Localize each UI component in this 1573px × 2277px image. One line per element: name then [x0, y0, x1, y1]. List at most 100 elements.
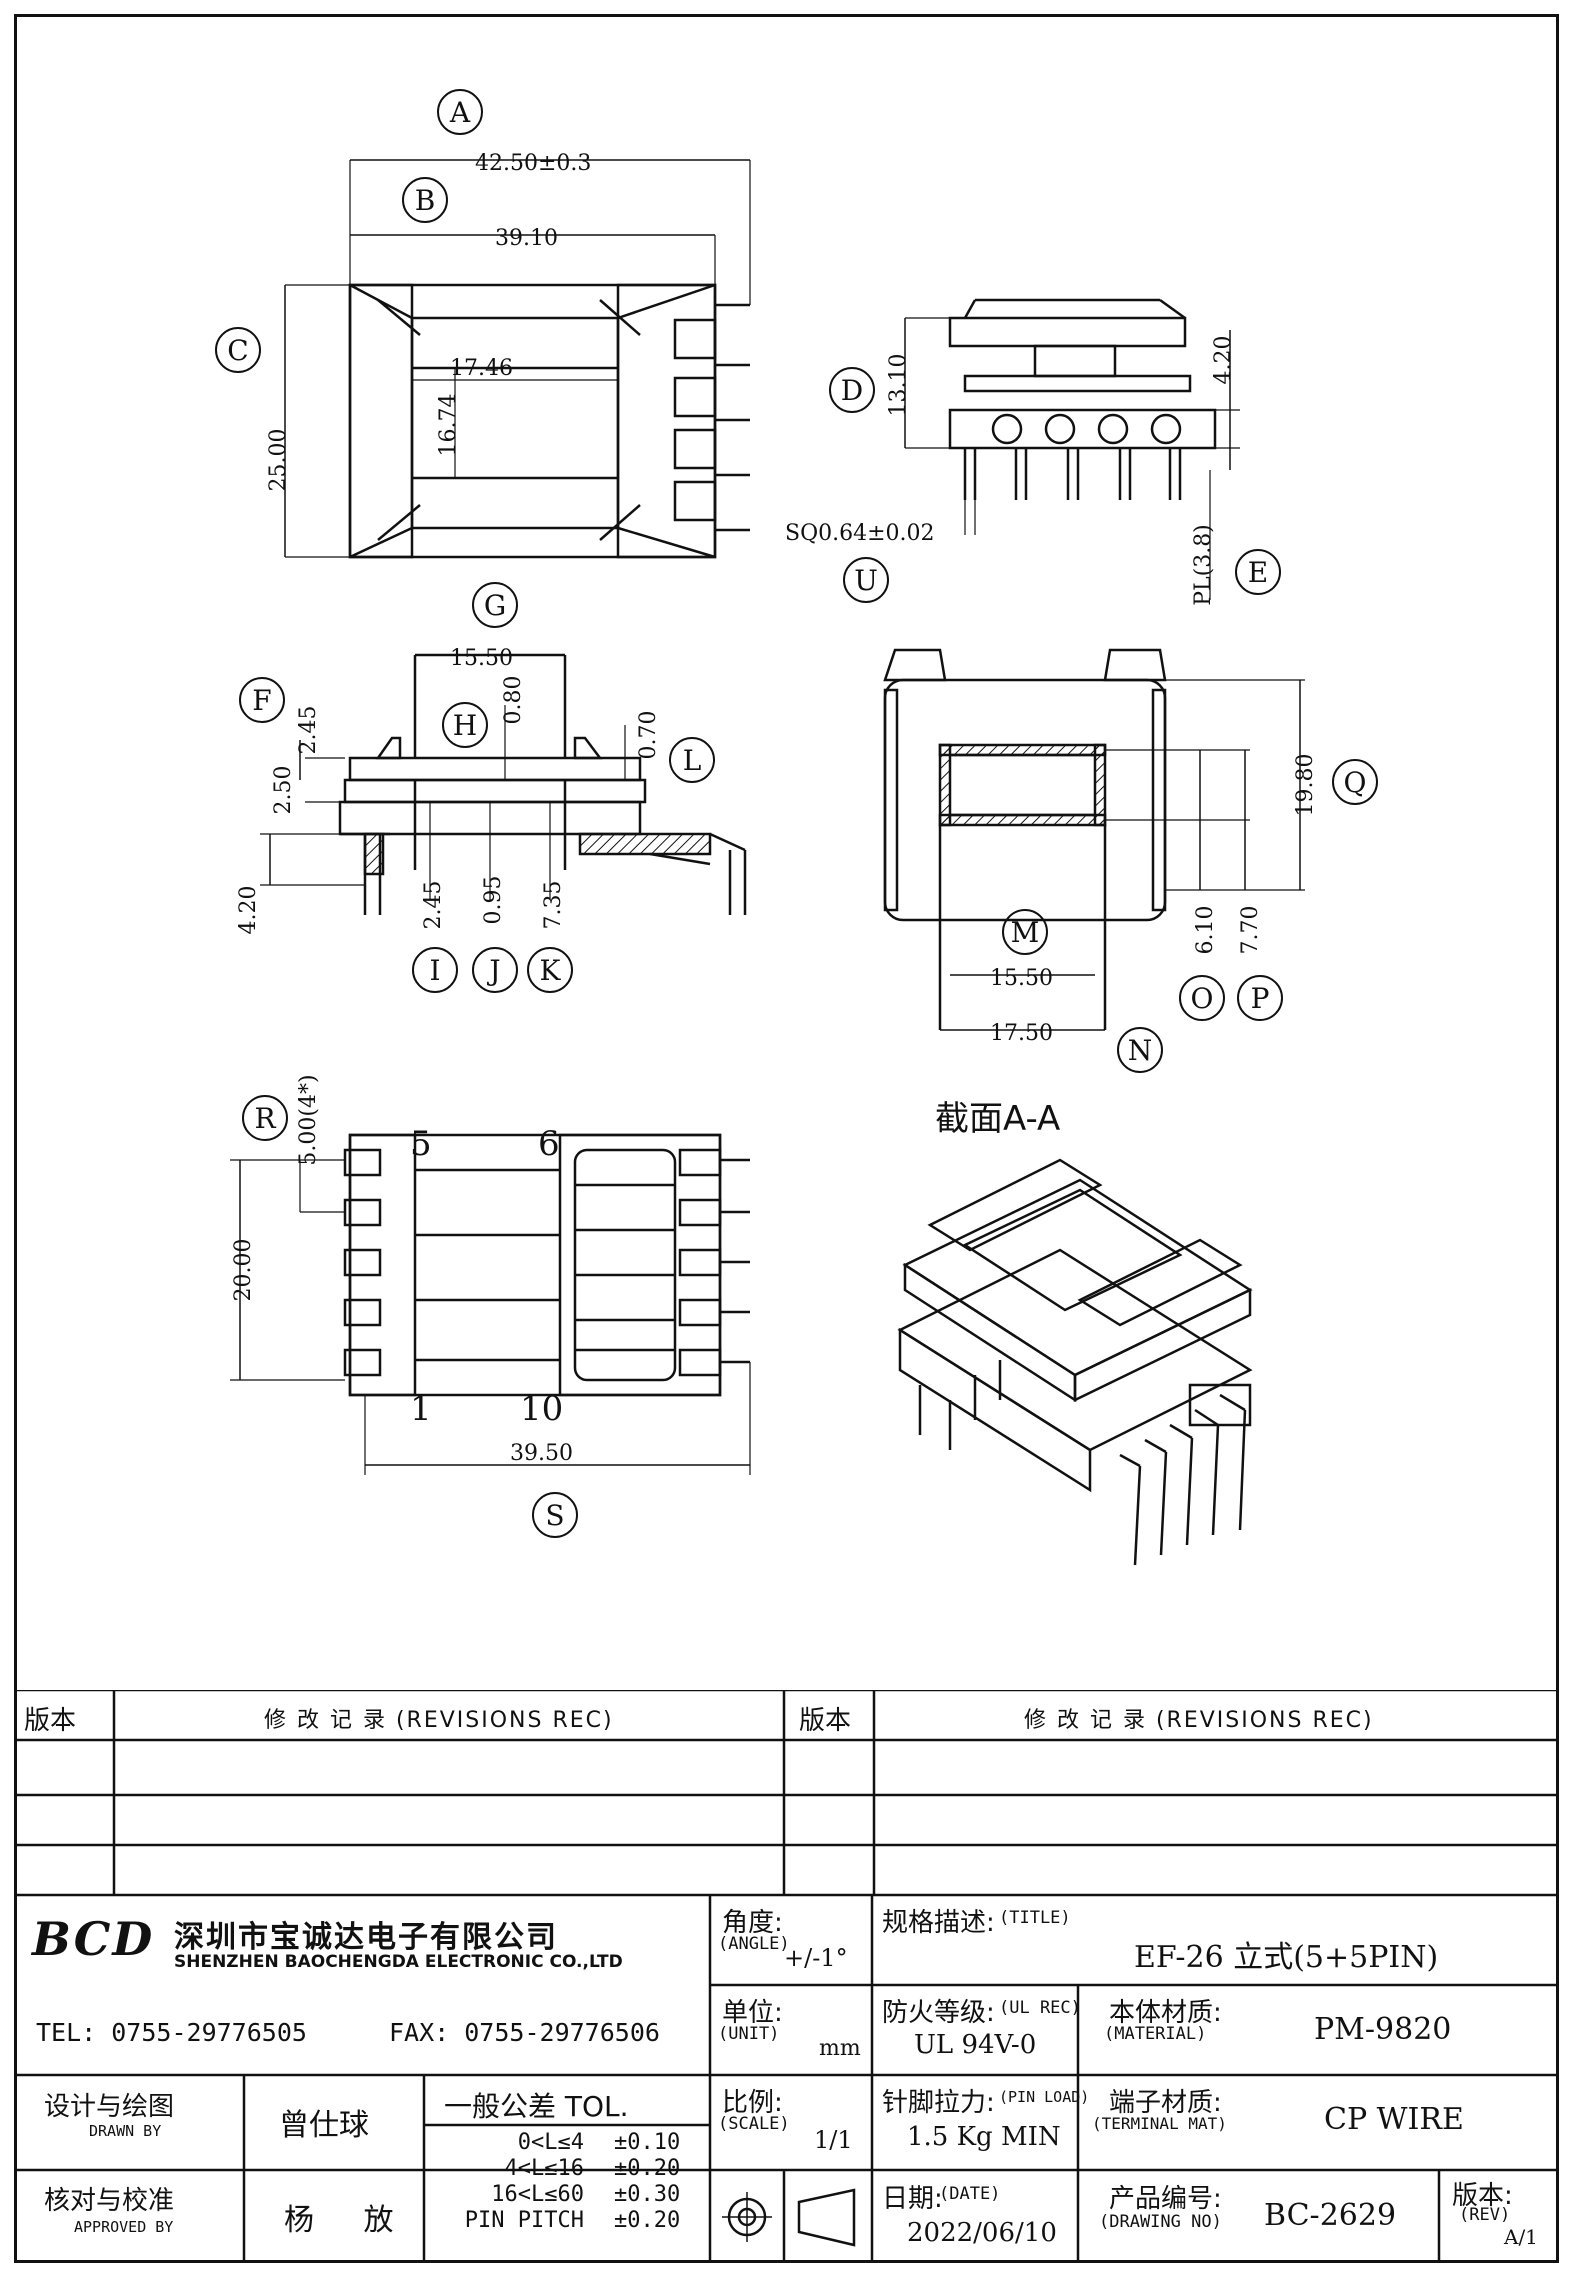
title-block: 版本 修 改 记 录 (REVISIONS REC) 版本 修 改 记 录 (R… [14, 1690, 1559, 2263]
scale-value: 1/1 [814, 2126, 853, 2154]
tol-table: 0<L≤4±0.10 4<L≤16±0.20 16<L≤60±0.30 PIN … [434, 2130, 704, 2234]
terminal-value: CP WIRE [1324, 2102, 1464, 2137]
material-label: 本体材质: [1109, 1998, 1222, 2028]
label-q: Q [1344, 766, 1367, 799]
label-e: E [1248, 556, 1268, 589]
dim-i: 2.45 [421, 881, 446, 930]
label-b: B [415, 184, 436, 217]
label-u: U [854, 564, 878, 597]
dim-pl: PL(3.8) [1191, 524, 1216, 606]
tol-row: PIN PITCH±0.20 [464, 2208, 681, 2233]
company-logo: BCD [32, 1912, 155, 1966]
dim-o: 6.10 [1193, 906, 1218, 955]
bottom-view [230, 1133, 751, 1475]
label-m: M [1011, 916, 1040, 949]
label-a: A [449, 96, 471, 129]
label-c: C [227, 334, 248, 367]
dim-d: 13.10 [886, 354, 911, 417]
rev-label: 版本: [1452, 2181, 1513, 2211]
approved-value: 杨 放 [284, 2203, 414, 2238]
dim-m1: 2.50 [271, 766, 296, 815]
label-p: P [1251, 982, 1270, 1015]
section-view [883, 648, 1305, 1031]
dim-inner-h: 16.74 [436, 394, 461, 457]
front-view [260, 653, 747, 915]
label-h: H [453, 709, 477, 742]
angle-value: +/-1° [784, 1944, 848, 1972]
pin-load-value: 1.5 Kg MIN [907, 2122, 1061, 2152]
label-n: N [1128, 1034, 1153, 1067]
technical-drawing: A B C D E U G F H L I J K M Q O P N R S … [215, 89, 1378, 1566]
date-value: 2022/06/10 [907, 2218, 1057, 2248]
ul-label: 防火等级: [882, 1998, 995, 2028]
dim-l: 0.70 [636, 711, 661, 760]
company-tel: TEL: 0755-29776505 [36, 2018, 307, 2047]
scale-label: 比例: [722, 2088, 783, 2118]
tol-row: 0<L≤4±0.10 [517, 2130, 681, 2155]
drawing-no-label-en: (DRAWING NO) [1099, 2212, 1222, 2232]
dim-p: 7.70 [1238, 906, 1263, 955]
title-block-grid [14, 1690, 1559, 2263]
dim-j: 0.95 [481, 876, 506, 925]
dim-a: 42.50±0.3 [475, 151, 591, 176]
title-label: 规格描述: [882, 1908, 995, 1938]
label-f: F [252, 684, 271, 717]
label-s: S [545, 1499, 564, 1532]
dim-m: 15.50 [990, 966, 1053, 991]
ul-label-en: (UL REC) [999, 1998, 1081, 2018]
label-j: J [486, 954, 500, 987]
dim-b: 39.10 [495, 226, 558, 251]
drawn-label: 设计与绘图 [44, 2092, 175, 2122]
side-view [904, 298, 1240, 600]
pin-5: 5 [410, 1124, 432, 1164]
dim-n: 17.50 [990, 1021, 1053, 1046]
tol-row: 4<L≤16±0.20 [504, 2156, 681, 2181]
material-value: PM-9820 [1314, 2012, 1452, 2047]
drawing-no-label: 产品编号: [1109, 2184, 1222, 2214]
drawn-value: 曾仕球 [279, 2108, 369, 2143]
label-l: L [683, 744, 702, 777]
approved-label: 核对与校准 [44, 2186, 175, 2216]
rev-label-en: (REV) [1459, 2205, 1511, 2225]
label-k: K [540, 954, 562, 987]
unit-value: mm [819, 2036, 861, 2061]
pin-load-label-en: (PIN LOAD) [999, 2088, 1090, 2106]
dim-s: 39.50 [510, 1441, 573, 1466]
dim-f: 2.45 [296, 706, 321, 755]
drawn-label-en: DRAWN BY [89, 2122, 162, 2140]
dim-k: 7.35 [541, 881, 566, 930]
unit-label: 单位: [722, 1998, 783, 2028]
top-view [284, 159, 751, 559]
dim-sq: SQ0.64±0.02 [785, 521, 935, 546]
material-label-en: (MATERIAL) [1104, 2024, 1207, 2044]
tol-title: 一般公差 TOL. [444, 2090, 629, 2123]
section-title: 截面A-A [935, 1099, 1060, 1139]
label-d: D [841, 374, 863, 407]
isometric-view [897, 1158, 1253, 1566]
dim-bottom-h: 20.00 [231, 1239, 256, 1302]
title-label-en: (TITLE) [999, 1908, 1071, 1928]
company-name-en: SHENZHEN BAOCHENGDA ELECTRONIC CO.,LTD [174, 1952, 623, 1972]
dim-r: 5.00(4*) [296, 1074, 321, 1165]
rev-col-record-1: 修 改 记 录 (REVISIONS REC) [264, 1708, 614, 1733]
pin-6: 6 [538, 1124, 560, 1164]
dim-h: 0.80 [501, 676, 526, 725]
terminal-label-en: (TERMINAL MAT) [1092, 2114, 1227, 2133]
title-value: EF-26 立式(5+5PIN) [1134, 1940, 1439, 1975]
label-g: G [484, 589, 506, 622]
dim-inner-w: 17.46 [450, 356, 513, 381]
label-i: I [429, 954, 440, 987]
dim-h2: 4.20 [1211, 336, 1236, 385]
angle-label: 角度: [722, 1908, 783, 1938]
company-fax: FAX: 0755-29776506 [389, 2018, 660, 2047]
drawing-no-value: BC-2629 [1264, 2198, 1397, 2233]
date-label: 日期: [882, 2184, 943, 2214]
rev-value: A/1 [1504, 2225, 1538, 2249]
tol-row: 16<L≤60±0.30 [491, 2182, 681, 2207]
dim-g: 15.50 [450, 646, 513, 671]
label-r: R [254, 1102, 276, 1135]
ul-value: UL 94V-0 [914, 2030, 1037, 2060]
dim-c: 25.00 [266, 429, 291, 492]
date-label-en: (DATE) [939, 2184, 1001, 2204]
scale-label-en: (SCALE) [718, 2114, 790, 2134]
